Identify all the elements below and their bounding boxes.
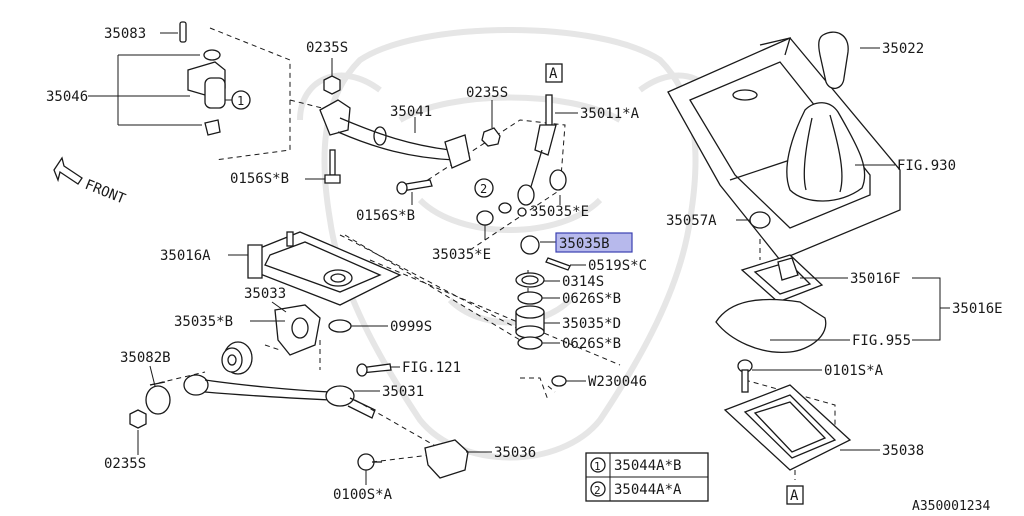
label-35016a[interactable]: 35016A: [160, 248, 211, 264]
label-35033[interactable]: 35033: [244, 286, 286, 302]
ref-box-a-bottom: [786, 485, 804, 505]
ball-35035b: [520, 235, 571, 271]
lever-35011a: [517, 94, 557, 206]
label-fig955[interactable]: FIG.955: [852, 333, 911, 349]
washer-0626sb-bottom: [517, 336, 543, 350]
watermark-logo: [297, 27, 723, 461]
plate-35038: [723, 384, 852, 471]
label-fig930[interactable]: FIG.930: [897, 158, 956, 174]
nut-0235s-top: [323, 75, 341, 95]
label-0999s[interactable]: 0999S: [390, 319, 432, 335]
nut-0235s-mid: [481, 127, 501, 147]
front-arrow-icon: [53, 156, 83, 185]
bracket-35033: [274, 304, 321, 356]
label-35036[interactable]: 35036: [494, 445, 536, 461]
bolt-0101sa: [737, 359, 753, 393]
selected-part-highlight[interactable]: [555, 232, 633, 253]
clip-w230046: [551, 375, 567, 387]
bolt-0156sb-left: [324, 149, 341, 184]
callout-circle-1: [231, 90, 251, 110]
boot-and-knob-35022: [786, 31, 866, 202]
bolt-fig121: [356, 363, 392, 377]
ref-label-a-bottom: A: [790, 488, 799, 504]
label-0156sb-left[interactable]: 0156S*B: [230, 171, 289, 187]
shift-rod-35041: [319, 99, 471, 169]
bushing-35035e-right: [549, 169, 567, 191]
bushing-35035d: [515, 305, 545, 339]
legend-part-2[interactable]: 35044A*A: [614, 482, 682, 498]
console-fig930: [667, 37, 901, 261]
assembly-lines: [149, 27, 836, 480]
bolt-0100sa: [357, 453, 382, 471]
label-35083[interactable]: 35083: [104, 26, 146, 42]
legend-num-2: 2: [594, 484, 601, 497]
label-0100sa[interactable]: 0100S*A: [333, 487, 393, 503]
bushing-35035e-left: [476, 202, 527, 226]
bolt-0156sb-mid: [396, 179, 433, 195]
label-35041[interactable]: 35041: [390, 104, 432, 120]
legend-part-1[interactable]: 35044A*B: [614, 458, 681, 474]
label-fig121[interactable]: FIG.121: [402, 360, 461, 376]
pin-35083: [179, 21, 187, 43]
label-35035d[interactable]: 35035*D: [562, 316, 621, 332]
bushing-35035b-left: [221, 341, 253, 375]
label-35035b-left[interactable]: 35035*B: [174, 314, 233, 330]
label-35022[interactable]: 35022: [882, 41, 924, 57]
boot-35016f: [715, 254, 827, 354]
plate-35082b: [145, 381, 171, 415]
label-0314s[interactable]: 0314S: [562, 274, 604, 290]
label-35046[interactable]: 35046: [46, 89, 88, 105]
label-35011a[interactable]: 35011*A: [580, 106, 640, 122]
washer-0626sb-top: [517, 291, 543, 305]
label-35082b[interactable]: 35082B: [120, 350, 171, 366]
diagram-code: A350001234: [912, 499, 990, 512]
rod-35031: [183, 374, 376, 419]
callout-circle-2: [474, 178, 494, 198]
label-35016e[interactable]: 35016E: [952, 301, 1003, 317]
bracket-35036: [424, 439, 469, 479]
label-front: FRONT: [83, 177, 129, 208]
callout-label-2: 2: [480, 182, 487, 196]
bracket-35046: [117, 49, 226, 136]
cap-35057a: [749, 211, 771, 229]
label-0235s-bottom[interactable]: 0235S: [104, 456, 146, 472]
housing-35016a: [247, 231, 402, 306]
callout-label-1: 1: [237, 94, 244, 108]
label-0156sb-mid[interactable]: 0156S*B: [356, 208, 415, 224]
label-35035b-selected[interactable]: 35035B: [559, 236, 610, 252]
label-35038[interactable]: 35038: [882, 443, 924, 459]
nut-0235s-bottom: [129, 409, 147, 429]
label-0626sb-top[interactable]: 0626S*B: [562, 291, 621, 307]
label-35031[interactable]: 35031: [382, 384, 424, 400]
label-0626sb-bottom[interactable]: 0626S*B: [562, 336, 621, 352]
washer-0314s: [515, 272, 545, 288]
ref-label-a-top: A: [549, 66, 558, 82]
label-35035e-right[interactable]: 35035*E: [530, 204, 589, 220]
label-0235s-top[interactable]: 0235S: [306, 40, 348, 56]
legend-num-1: 1: [594, 460, 601, 473]
seal-0999s: [328, 319, 352, 333]
label-35016f[interactable]: 35016F: [850, 271, 901, 287]
label-0101sa[interactable]: 0101S*A: [824, 363, 884, 379]
label-35057a[interactable]: 35057A: [666, 213, 717, 229]
label-0235s-mid[interactable]: 0235S: [466, 85, 508, 101]
label-w230046[interactable]: W230046: [588, 374, 647, 390]
label-0519sc[interactable]: 0519S*C: [588, 258, 647, 274]
legend-table: [585, 452, 709, 502]
ref-box-a-top: [545, 63, 563, 83]
leader-lines: [88, 32, 950, 485]
part-labels: 35083 35046 0235S 35041 0235S 0156S*B 01…: [46, 26, 1003, 514]
label-35035e-left[interactable]: 35035*E: [432, 247, 491, 263]
